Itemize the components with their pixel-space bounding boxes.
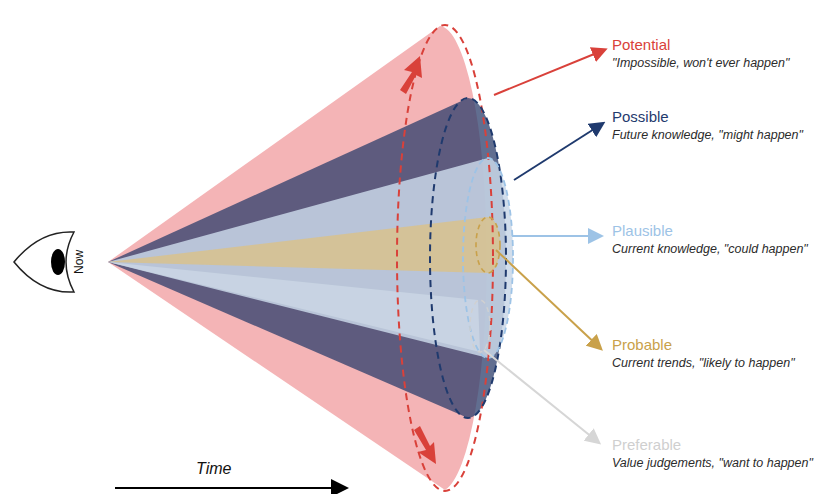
- category-description: "Impossible, won't ever happen": [612, 56, 789, 70]
- time-label: Time: [196, 460, 231, 478]
- category-heading: Plausible: [612, 222, 673, 239]
- category-description: Current knowledge, "could happen": [612, 242, 808, 256]
- category-heading: Probable: [612, 336, 672, 353]
- now-label: Now: [73, 250, 87, 274]
- category-description: Value judgements, "want to happen": [612, 456, 813, 470]
- category-heading: Preferable: [612, 436, 681, 453]
- category-heading: Potential: [612, 36, 670, 53]
- category-heading: Possible: [612, 108, 669, 125]
- category-description: Current trends, "likely to happen": [612, 356, 795, 370]
- category-description: Future knowledge, "might happen": [612, 128, 803, 142]
